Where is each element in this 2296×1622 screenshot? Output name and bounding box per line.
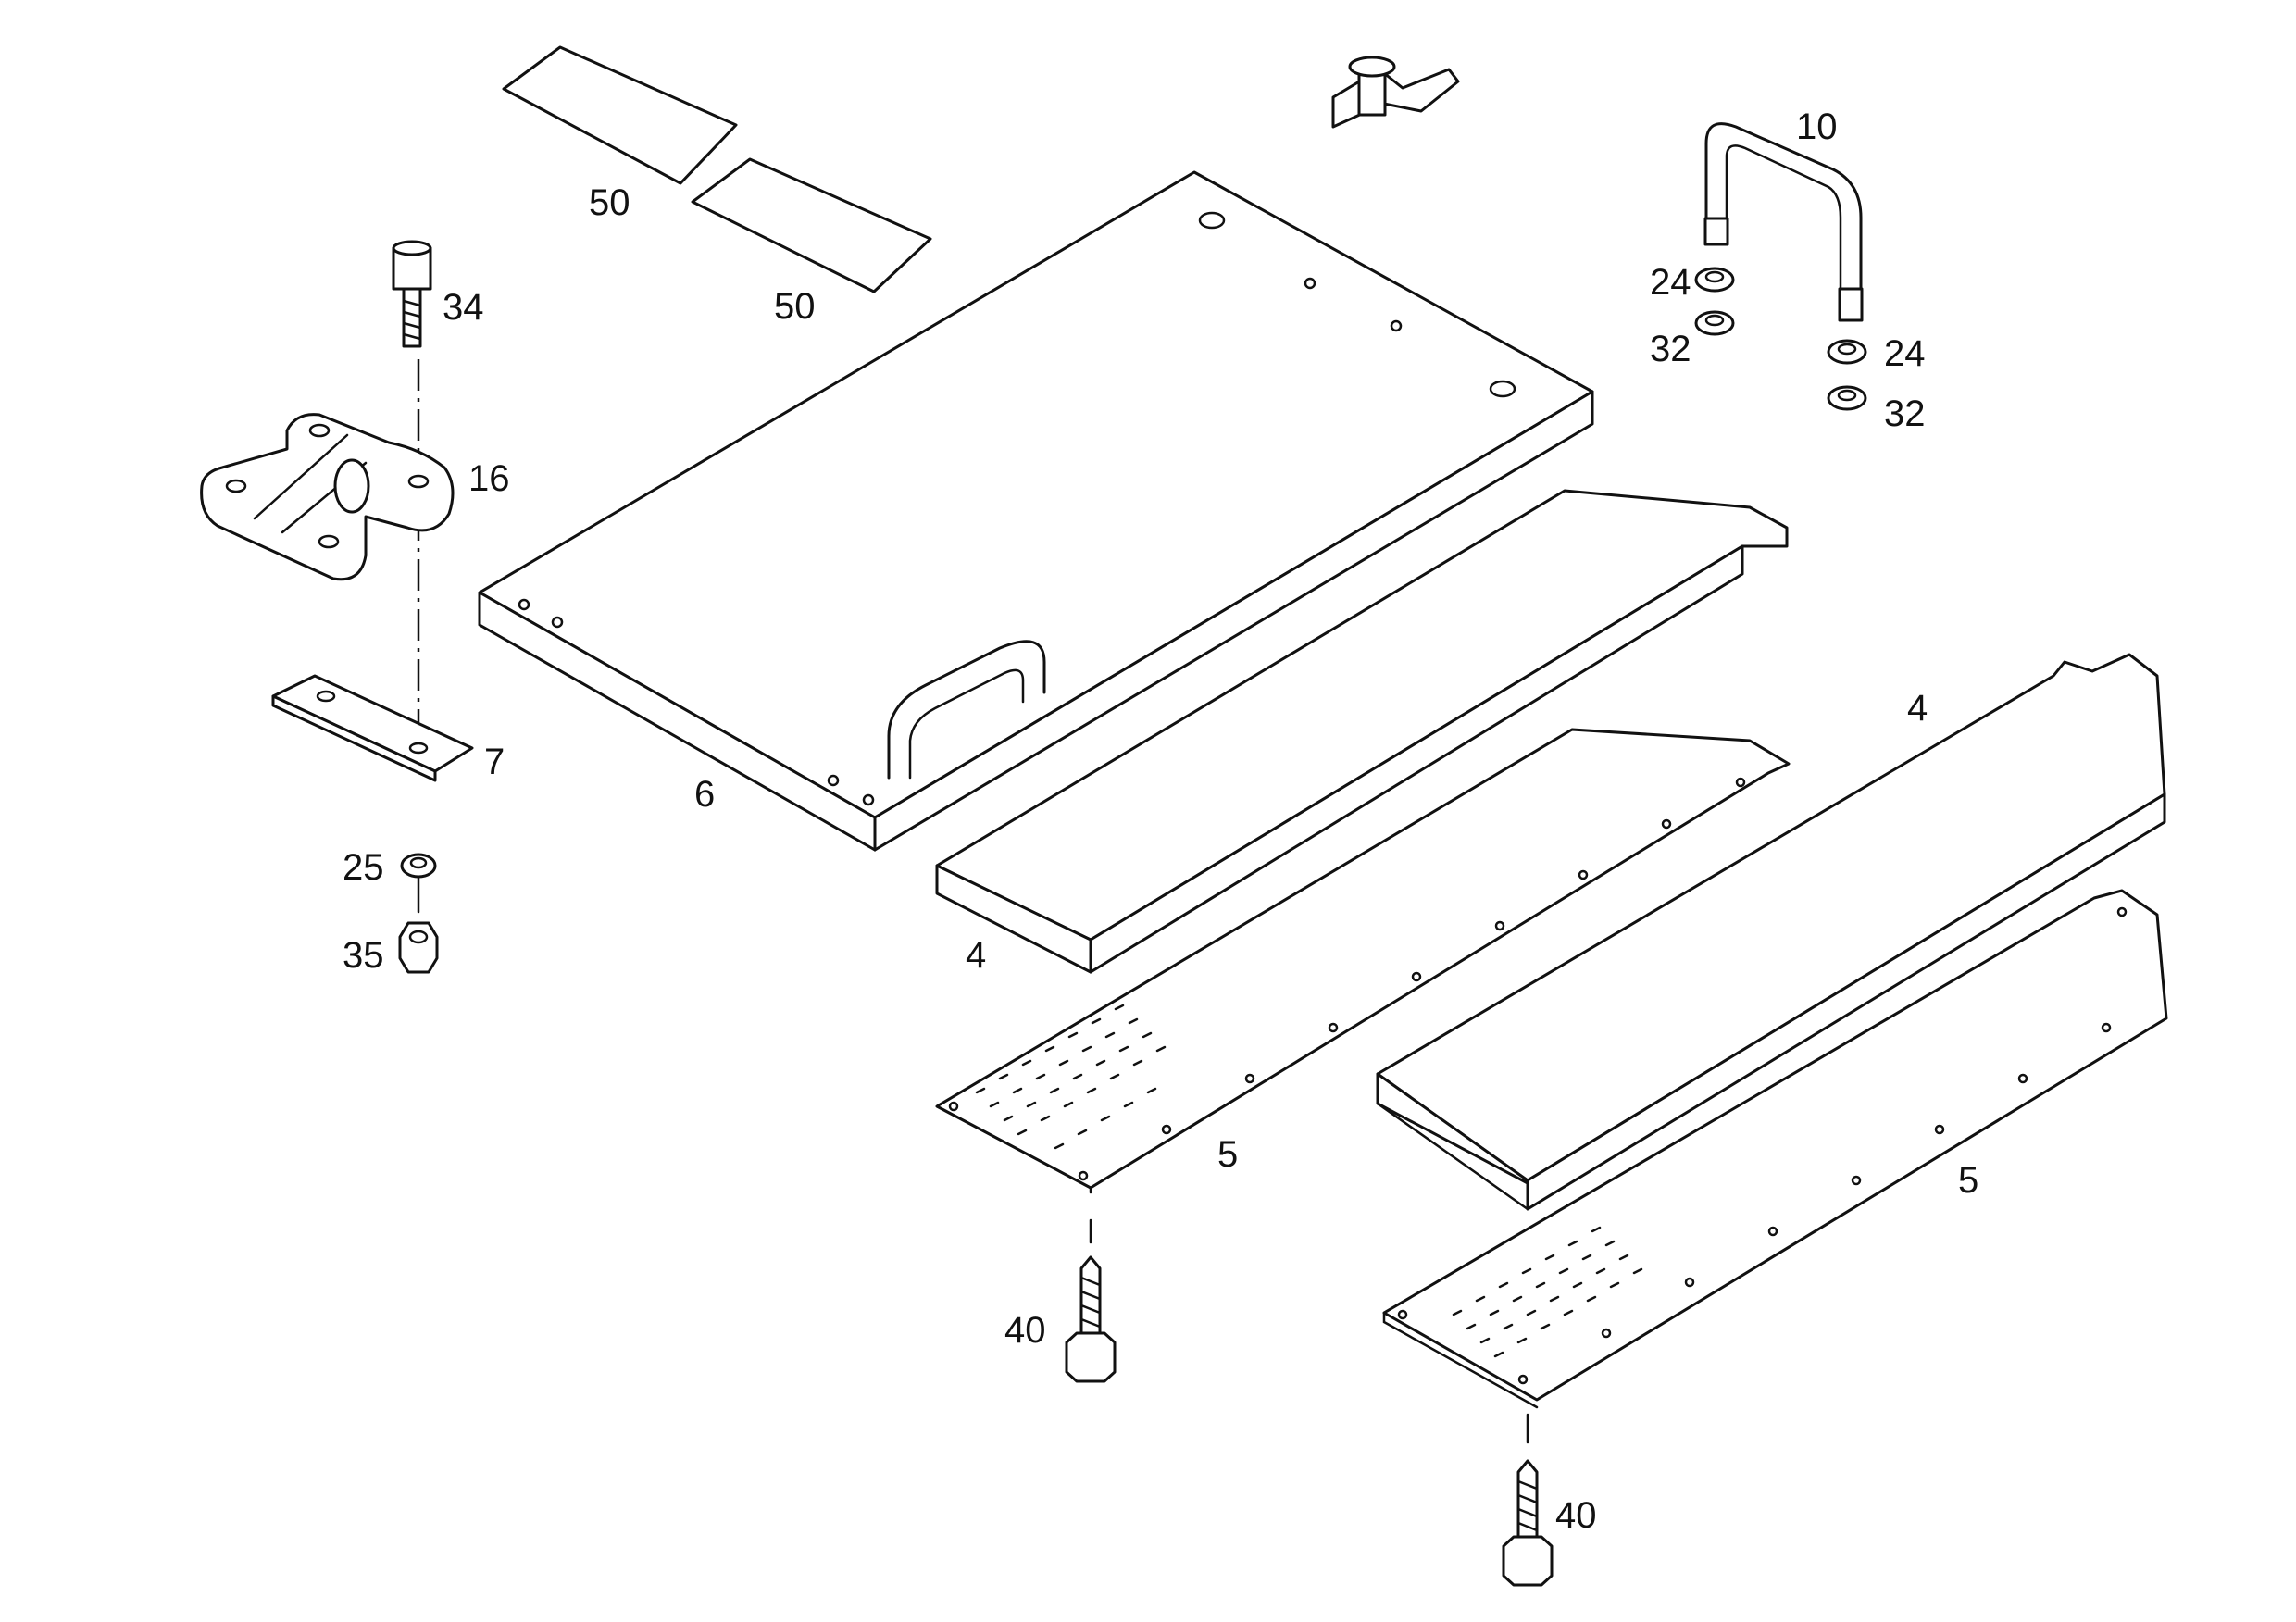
- callout-50-upper: 50: [589, 182, 630, 223]
- washer-25: [400, 853, 437, 879]
- callout-24-right: 24: [1884, 333, 1926, 374]
- callout-7: 7: [484, 742, 505, 782]
- perforation-holes-lower: [1452, 1226, 1643, 1358]
- perforated-plate-5-lower: [1382, 889, 2168, 1409]
- washer-32-left: [1694, 310, 1735, 336]
- edge-holes-upper: [948, 777, 1746, 1181]
- clamp-bracket: [1331, 56, 1460, 129]
- wedge-block-4-lower: [1376, 653, 2166, 1211]
- callout-24-left: 24: [1650, 262, 1691, 303]
- callout-4-upper: 4: [966, 935, 986, 976]
- u-bolt-10: [1703, 122, 1864, 322]
- washer-24-right: [1827, 339, 1867, 365]
- washer-24-left: [1694, 267, 1735, 293]
- callout-5-lower: 5: [1958, 1160, 1978, 1201]
- label-plate-50-lower: [691, 157, 932, 293]
- callout-10: 10: [1796, 106, 1838, 147]
- callout-35: 35: [343, 935, 384, 976]
- washer-32-right: [1827, 385, 1867, 411]
- callout-16: 16: [468, 458, 510, 499]
- hinge-16: [200, 413, 455, 581]
- bolt-40-right: [1502, 1459, 1554, 1587]
- callout-40-center: 40: [1004, 1310, 1046, 1351]
- label-plate-50-upper: [502, 45, 738, 185]
- callout-32-right: 32: [1884, 393, 1926, 434]
- edge-holes-lower: [1397, 906, 2128, 1385]
- perforation-holes-upper: [975, 1004, 1167, 1150]
- plate-7: [271, 674, 474, 782]
- screw-34: [392, 240, 432, 348]
- callout-4-lower: 4: [1907, 688, 1928, 729]
- nut-35: [398, 921, 439, 974]
- lid-plate-6: [478, 170, 1594, 852]
- callout-34: 34: [443, 287, 484, 328]
- callout-6: 6: [694, 774, 715, 815]
- callout-40-right: 40: [1555, 1495, 1597, 1536]
- perforated-plate-5-upper: [935, 728, 1791, 1194]
- callout-25: 25: [343, 847, 384, 888]
- bolt-40-center: [1065, 1255, 1117, 1383]
- callout-5-upper: 5: [1217, 1134, 1238, 1175]
- wedge-block-4-upper: [935, 489, 1789, 974]
- callout-50-lower: 50: [774, 286, 816, 327]
- callout-32-left: 32: [1650, 329, 1691, 369]
